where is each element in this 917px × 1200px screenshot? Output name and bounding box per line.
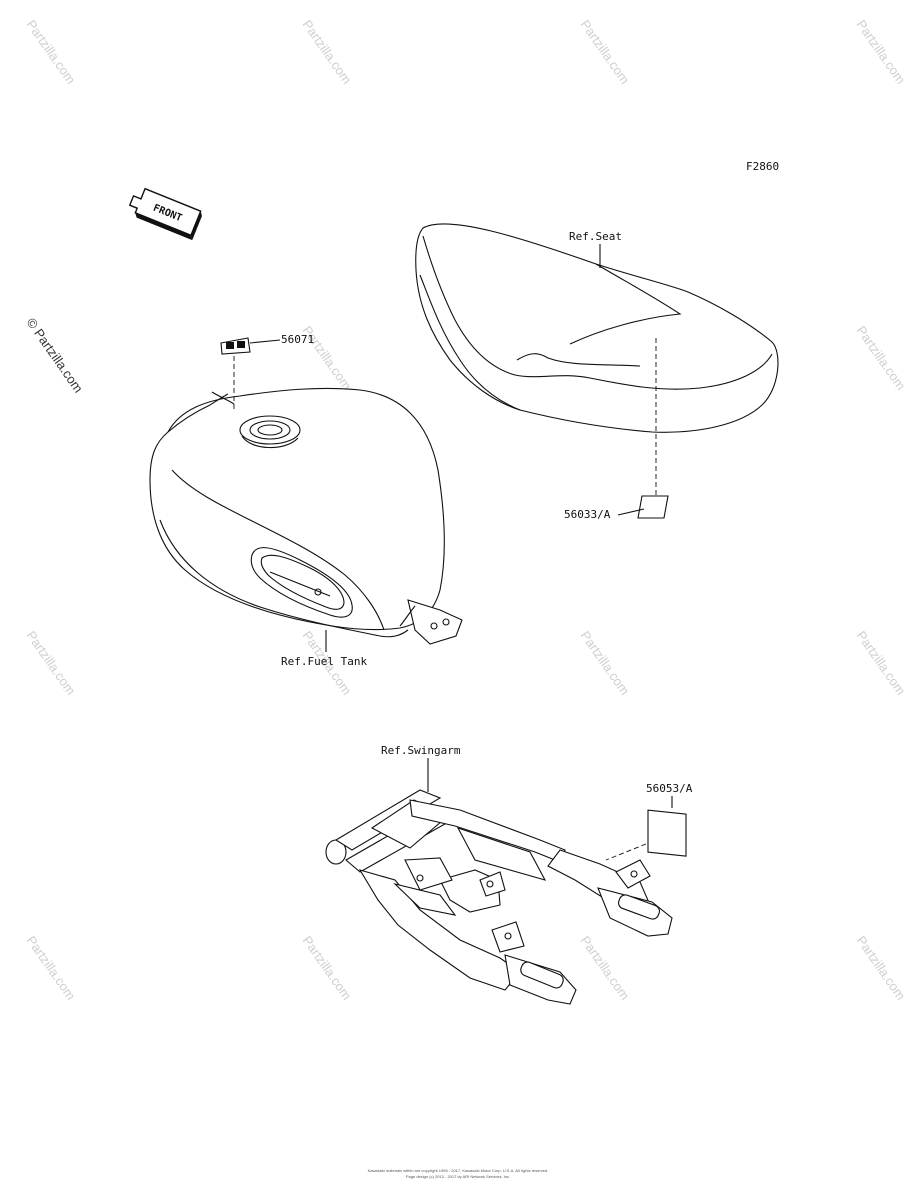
watermark-text: Partzilla.com (854, 933, 909, 1003)
part-56071-label: 56071 (281, 333, 314, 346)
label-56071-leader (249, 339, 281, 344)
footer-page-design: Page design (c) 2013 - 2017 by ARI Netwo… (406, 1174, 510, 1179)
part-56053-label: 56053/A (646, 782, 693, 795)
watermark-text: Partzilla.com (300, 933, 355, 1003)
label-56053-dashed-leader (605, 843, 647, 861)
label-56053-decal (647, 809, 687, 857)
label-56033-decal (637, 495, 669, 519)
watermark-prominent: © Partzilla.com (24, 315, 87, 395)
label-56033-leader (617, 508, 645, 516)
watermark-text: Partzilla.com (24, 628, 79, 698)
watermark-text: Partzilla.com (854, 323, 909, 393)
watermark-text: Partzilla.com (578, 628, 633, 698)
label-56071-decal (220, 337, 251, 355)
ref-fuel-tank-label: Ref.Fuel Tank (281, 655, 367, 668)
ref-seat-label: Ref.Seat (569, 230, 622, 243)
watermark-text: Partzilla.com (854, 17, 909, 87)
watermark-text: Partzilla.com (854, 628, 909, 698)
watermark-text: Partzilla.com (578, 17, 633, 87)
watermark-text: Partzilla.com (24, 933, 79, 1003)
swingarm-illustration (325, 789, 673, 1005)
watermark-text: Partzilla.com (24, 17, 79, 87)
front-arrow-icon: FRONT (128, 187, 202, 241)
ref-swingarm-label: Ref.Swingarm (381, 744, 461, 757)
part-56033-label: 56033/A (564, 508, 611, 521)
diagram-code: F2860 (746, 160, 779, 173)
footer-copyright: Kawasaki materials within are copyright … (368, 1168, 549, 1173)
watermark-text: Partzilla.com (578, 933, 633, 1003)
fuel-tank-illustration (149, 387, 463, 645)
seat-illustration (415, 223, 779, 433)
watermark-text: Partzilla.com (300, 17, 355, 87)
